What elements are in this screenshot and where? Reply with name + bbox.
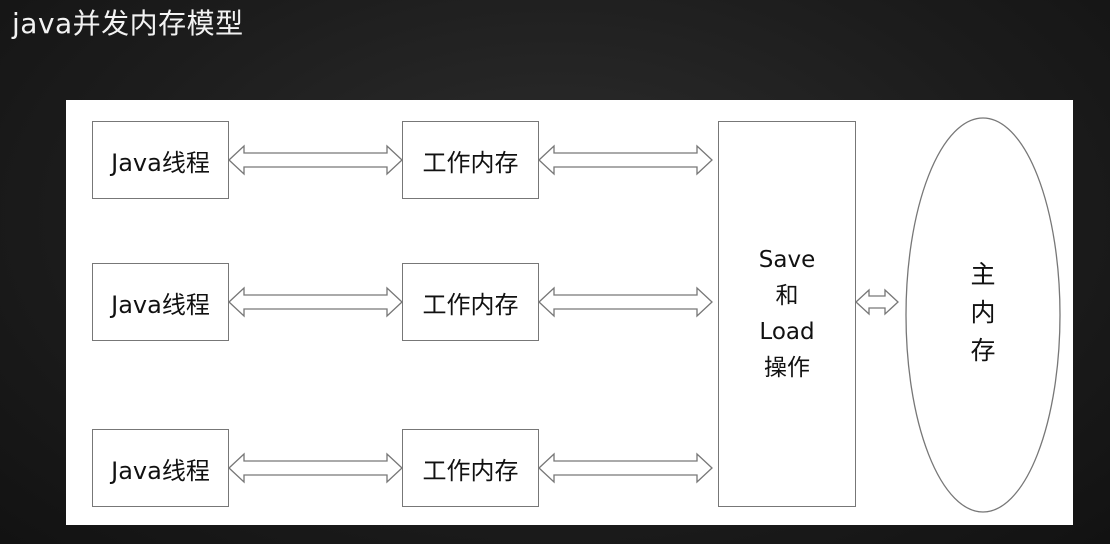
double-arrow-work-saveload-1 xyxy=(538,144,713,176)
save-load-line2: 和 xyxy=(775,283,799,309)
main-memory-char1: 主 xyxy=(970,260,996,289)
work-memory-box-2: 工作内存 xyxy=(402,263,539,341)
work-memory-box-3: 工作内存 xyxy=(402,429,539,507)
main-memory-char2: 内 xyxy=(970,298,996,327)
double-arrow-work-saveload-3 xyxy=(538,452,713,484)
java-thread-box-1: Java线程 xyxy=(92,121,229,199)
double-arrow-work-saveload-2 xyxy=(538,286,713,318)
work-memory-box-1: 工作内存 xyxy=(402,121,539,199)
save-load-line1: Save xyxy=(758,247,816,273)
save-load-box: Save 和 Load 操作 xyxy=(718,121,856,507)
double-arrow-thread-work-3 xyxy=(228,452,403,484)
save-load-line4: 操作 xyxy=(764,355,810,381)
main-memory-char3: 存 xyxy=(970,336,996,365)
double-arrow-saveload-main xyxy=(855,288,899,316)
main-memory-ellipse xyxy=(905,117,1061,513)
save-load-line3: Load xyxy=(759,319,815,345)
double-arrow-thread-work-1 xyxy=(228,144,403,176)
java-thread-box-3: Java线程 xyxy=(92,429,229,507)
diagram-panel: Java线程 工作内存 Java线程 工作内存 Java线程 工作内存 Save… xyxy=(66,100,1073,525)
arrows-layer xyxy=(228,117,1061,513)
slide-title: java并发内存模型 xyxy=(12,7,244,40)
double-arrow-thread-work-2 xyxy=(228,286,403,318)
java-thread-box-2: Java线程 xyxy=(92,263,229,341)
